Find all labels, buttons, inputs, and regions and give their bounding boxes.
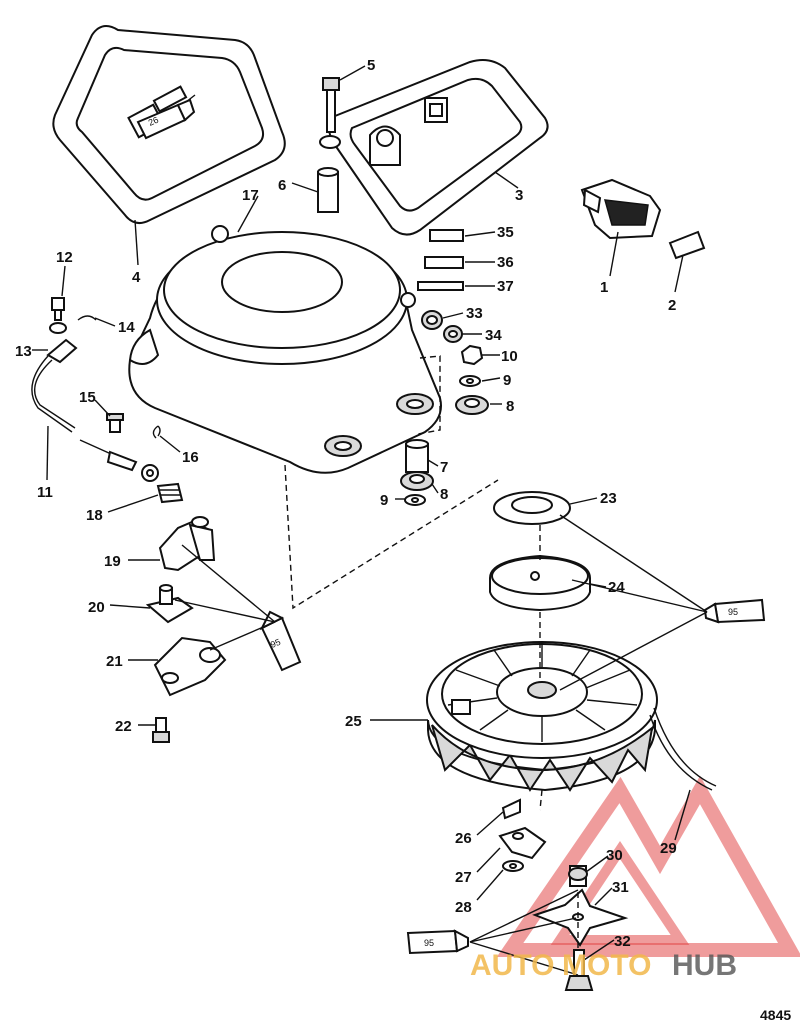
callout-31: 31 [612, 879, 629, 896]
assembly-dashed-lines [284, 355, 579, 950]
pulley-cup-parts [489, 491, 591, 612]
callout-11: 11 [37, 484, 53, 501]
decal-parts [417, 229, 464, 291]
callout-9a: 9 [503, 372, 511, 389]
callout-labels: 1 2 3 4 5 6 7 8 8 9 9 10 11 12 13 14 15 … [15, 57, 677, 950]
tube-label-95-left: 95 [269, 637, 282, 650]
tube-label-95-right: 95 [728, 607, 738, 617]
tube-label-95-bottom: 95 [424, 938, 434, 948]
callout-23: 23 [600, 490, 617, 507]
sealant-tube-26-icon: 26 [136, 98, 196, 140]
handle-insert-part [668, 230, 706, 260]
callout-leader-lines [32, 65, 691, 961]
callout-15: 15 [79, 389, 96, 406]
starter-housing-part [128, 225, 442, 474]
callout-28: 28 [455, 899, 472, 916]
callout-7: 7 [440, 459, 448, 476]
callout-2: 2 [668, 297, 676, 314]
pawl-and-hardware-parts [498, 798, 629, 991]
callout-13: 13 [15, 343, 32, 360]
callout-36: 36 [497, 254, 514, 271]
callout-19: 19 [104, 553, 121, 570]
callout-34: 34 [485, 327, 502, 344]
callout-14: 14 [118, 319, 135, 336]
callout-27: 27 [455, 869, 472, 886]
callout-37: 37 [497, 278, 514, 295]
callout-22: 22 [115, 718, 132, 735]
watermark-hub: HUB [672, 949, 737, 982]
figure-number: 4845 [760, 1007, 791, 1023]
callout-10: 10 [501, 348, 518, 365]
spacer-6-part [317, 167, 339, 213]
sealant-tube-95-bottom-icon: 95 [406, 929, 469, 955]
callout-32: 32 [614, 933, 631, 950]
callout-8a: 8 [506, 398, 514, 415]
sealant-tube-95-right-icon: 95 [703, 598, 766, 624]
callout-24: 24 [608, 579, 625, 596]
callout-30: 30 [606, 847, 623, 864]
callout-5: 5 [367, 57, 375, 74]
callout-17: 17 [242, 187, 259, 204]
callout-16: 16 [182, 449, 199, 466]
callout-6: 6 [278, 177, 286, 194]
neutral-lockout-parts [145, 482, 227, 743]
callout-1: 1 [600, 279, 608, 296]
rope-pulley-part [426, 641, 717, 792]
starter-handle-part [580, 178, 662, 240]
callout-8b: 8 [440, 486, 448, 503]
callout-33: 33 [466, 305, 483, 322]
callout-29: 29 [660, 840, 677, 857]
handle-bracket-part [327, 59, 549, 236]
bolt-5-part [319, 77, 341, 149]
callout-20: 20 [88, 599, 105, 616]
callout-3: 3 [515, 187, 523, 204]
ground-wire-parts [31, 297, 161, 482]
watermark-logo [496, 775, 800, 957]
callout-25: 25 [345, 713, 362, 730]
callout-18: 18 [86, 507, 103, 524]
callout-21: 21 [106, 653, 123, 670]
watermark-text: AUTO MOTO HUB [470, 949, 737, 982]
watermark-auto: AUTO [470, 949, 554, 982]
callout-35: 35 [497, 224, 514, 241]
callout-4: 4 [132, 269, 141, 286]
tube-label-26: 26 [147, 115, 160, 128]
small-hardware-parts [400, 310, 489, 506]
callout-26: 26 [455, 830, 472, 847]
callout-12: 12 [56, 249, 73, 266]
callout-9b: 9 [380, 492, 388, 509]
watermark-moto: MOTO [562, 949, 651, 982]
